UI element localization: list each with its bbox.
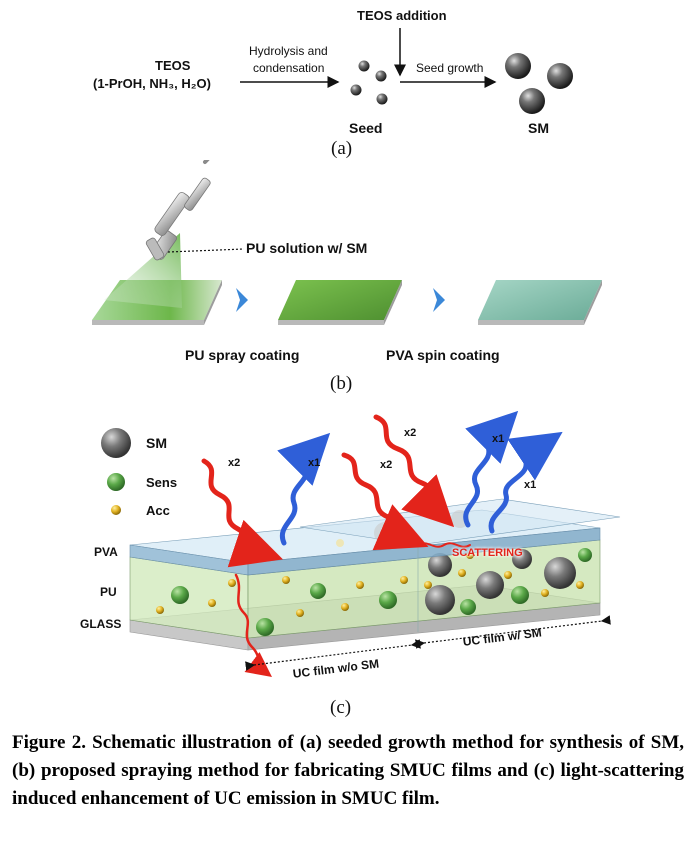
chevron-right-icon (433, 288, 445, 312)
hydrolysis-label-line1: Hydrolysis and (249, 44, 328, 58)
photon-x2-left-label: x2 (228, 457, 241, 469)
pu-solution-label: PU solution w/ SM (246, 240, 368, 256)
seed-particle (350, 84, 362, 96)
hydrolysis-label-line2: condensation (253, 61, 325, 75)
legend-sens-icon (107, 473, 125, 491)
chevron-right-icon (236, 288, 248, 312)
blue-photon-x1-left (277, 432, 331, 546)
seed-growth-label: Seed growth (416, 61, 484, 75)
sm-label: SM (528, 120, 549, 136)
legend-sens-label: Sens (146, 475, 178, 490)
pva-spin-label: PVA spin coating (386, 347, 500, 363)
red-photon-x2-upper (373, 414, 455, 528)
teos-conditions: (1-PrOH, NH₃, H₂O) (93, 76, 211, 91)
seed-particle (358, 60, 370, 72)
teos-addition-label: TEOS addition (357, 8, 447, 23)
figure-caption: Figure 2. Schematic illustration of (a) … (12, 732, 684, 809)
panel-a: TEOS (1-PrOH, NH₃, H₂O) Hydrolysis and c… (0, 0, 698, 160)
seed-particle (375, 70, 387, 82)
red-photon-x2-left (201, 458, 283, 568)
panel-b: PU solution w/ SM PU spray coating PVA s… (0, 160, 698, 395)
blue-photon-x1-lower (488, 431, 563, 534)
sm-particle (519, 88, 545, 114)
dimension-arrow-with-sm (415, 615, 611, 649)
seed-particle (376, 93, 388, 105)
scattering-path (417, 542, 471, 548)
panel-b-label: (b) (330, 373, 353, 394)
legend-sm-icon (101, 428, 131, 458)
blue-photon-x1-upper (463, 410, 519, 528)
teos-label: TEOS (155, 58, 191, 73)
pva-layer-side (247, 527, 601, 576)
red-photon-x2-lower (341, 452, 429, 551)
airbrush-icon (145, 160, 211, 261)
panel-a-graphics (240, 28, 573, 114)
legend-sm-label: SM (146, 435, 167, 451)
panel-c: SM Sens Acc PVA PU GLASS x2 x1 x2 x2 x1 … (0, 395, 698, 725)
photon-x1-lower-label: x1 (524, 479, 537, 491)
particles-with-sm (424, 548, 592, 615)
panel-c-graphics (101, 410, 621, 678)
seed-label: Seed (349, 120, 383, 136)
sm-particle (547, 63, 573, 89)
substrate-pu-coated (278, 280, 402, 325)
panel-b-graphics (92, 160, 602, 325)
photon-x1-left-label: x1 (308, 457, 321, 469)
photon-x2-lower-label: x2 (380, 459, 393, 471)
dimension-arrow-without-sm (245, 639, 421, 671)
scattering-label: SCATTERING (452, 547, 523, 559)
panel-a-label: (a) (331, 138, 353, 159)
legend-acc-icon (111, 505, 121, 515)
legend-acc-label: Acc (146, 503, 170, 518)
layer-pu-label: PU (100, 585, 117, 599)
substrate-pva-coated (478, 280, 602, 325)
particles-without-sm (156, 576, 408, 636)
panel-c-label: (c) (330, 697, 352, 718)
callout-line (167, 248, 245, 253)
pu-spray-label: PU spray coating (185, 347, 300, 363)
photon-x1-upper-label: x1 (492, 433, 505, 445)
sm-particle (505, 53, 531, 79)
photon-x2-upper-label: x2 (404, 427, 417, 439)
layer-pva-label: PVA (94, 545, 118, 559)
layer-glass-label: GLASS (80, 617, 122, 631)
